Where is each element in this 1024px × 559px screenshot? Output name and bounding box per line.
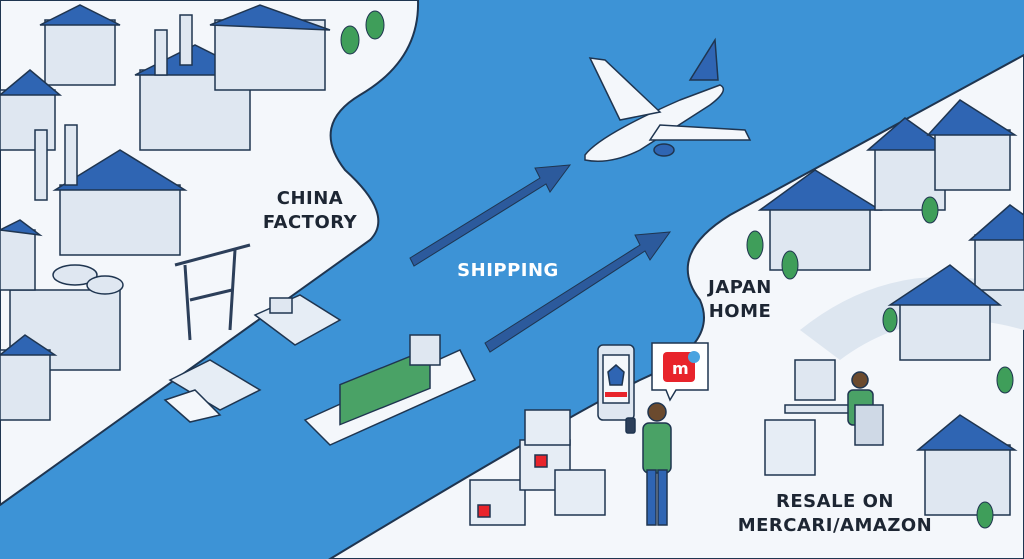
factory-buildings: [0, 4, 331, 421]
shipping-label: SHIPPING: [457, 260, 559, 281]
japan-houses: [757, 99, 1024, 516]
docks: [163, 294, 342, 423]
mercari-speech-bubble: [651, 342, 709, 402]
parcel-boxes: [469, 409, 816, 526]
shipping-arrows: [409, 164, 672, 353]
phone-listing: [597, 344, 635, 421]
japan-home-label: JAPAN HOME: [690, 276, 790, 324]
china-factory-label: CHINA FACTORY: [255, 187, 365, 235]
airplane: [584, 37, 752, 162]
person-at-laptop: [784, 359, 884, 446]
cargo-crane: [174, 243, 251, 341]
mercari-logo-letter: m: [672, 359, 689, 378]
label-line: HOME: [708, 301, 772, 322]
label-line: JAPAN: [708, 277, 772, 298]
china-land: [0, 0, 420, 507]
person-with-phone: [625, 402, 672, 526]
label-line: RESALE ON: [776, 491, 894, 512]
trees: [340, 10, 1014, 529]
mercari-logo-icon: [663, 352, 695, 382]
label-line: FACTORY: [262, 212, 358, 233]
resale-label: RESALE ON MERCARI/AMAZON: [730, 490, 940, 538]
cargo-ship: [303, 334, 477, 446]
label-line: MERCARI/AMAZON: [737, 515, 933, 536]
label-line: CHINA: [276, 188, 344, 209]
